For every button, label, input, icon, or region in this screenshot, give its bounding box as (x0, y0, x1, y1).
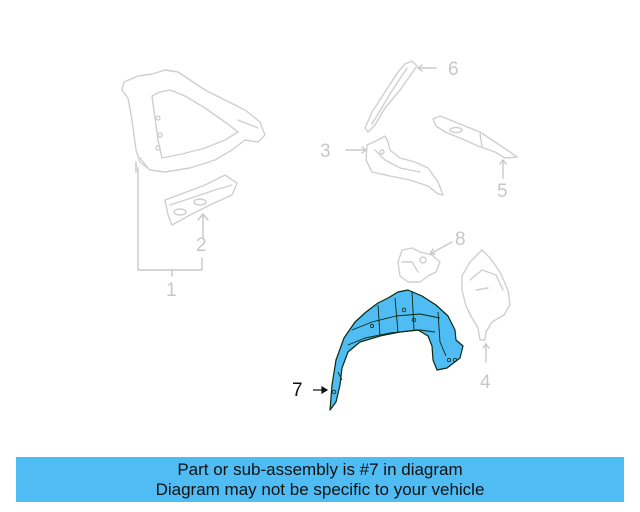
callout-7: 7 (292, 380, 303, 401)
callout-3: 3 (320, 141, 331, 162)
part-8-bracket (397, 247, 441, 283)
leader-lines (135, 64, 507, 363)
callout-6: 6 (448, 59, 459, 80)
banner-line-part-number: Part or sub-assembly is #7 in diagram (177, 459, 463, 479)
part-6-strip (364, 60, 418, 133)
callout-2: 2 (196, 235, 207, 256)
part-7-wheelhouse-inner-highlighted (329, 289, 464, 411)
callout-4: 4 (480, 372, 491, 393)
part-4-wheelhouse-outer (461, 249, 511, 341)
leader-7 (313, 385, 329, 395)
part-2-rail (164, 174, 238, 226)
callout-1: 1 (166, 280, 177, 301)
part-5-rail (432, 115, 518, 159)
part-1-quarter-inner-panel (121, 69, 266, 173)
info-banner: Part or sub-assembly is #7 in diagram Di… (16, 457, 624, 502)
callout-8: 8 (455, 229, 466, 250)
callout-5: 5 (497, 181, 508, 202)
part-3-bracket (365, 135, 444, 196)
banner-line-disclaimer: Diagram may not be specific to your vehi… (155, 479, 485, 499)
